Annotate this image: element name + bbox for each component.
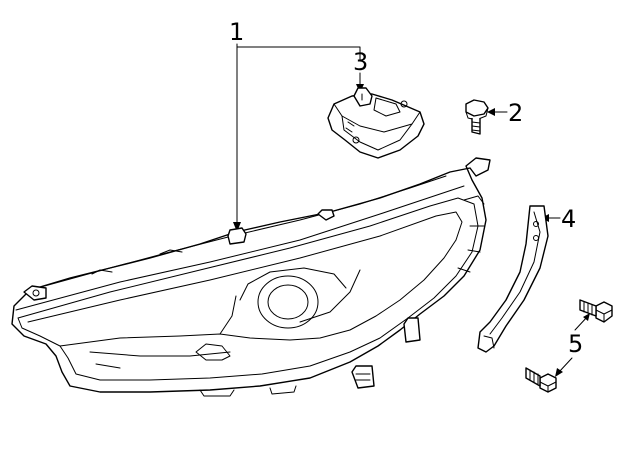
callout-label-3: 3 (353, 48, 368, 76)
callout-1: 1 (229, 18, 361, 232)
callout-label-4: 4 (561, 205, 576, 233)
callout-2: 2 (487, 99, 523, 127)
leader-line-1-to-3 (236, 46, 361, 61)
leader-line-5b (558, 357, 573, 373)
bracket-drawing (477, 205, 549, 353)
callout-3: 3 (353, 48, 368, 93)
leader-arrow-5a (583, 313, 590, 321)
bolts-drawing (525, 299, 613, 393)
callout-label-5: 5 (568, 330, 583, 358)
headlamp-drawing (11, 157, 491, 397)
callout-label-2: 2 (508, 99, 523, 127)
leader-arrow-5b (555, 368, 563, 377)
leader-arrow-1 (233, 222, 241, 232)
control-module-drawing (327, 87, 425, 159)
leader-arrow-2 (487, 108, 495, 116)
screw-drawing (465, 99, 489, 135)
callout-label-1: 1 (229, 18, 244, 46)
callout-5: 5 (555, 313, 590, 377)
